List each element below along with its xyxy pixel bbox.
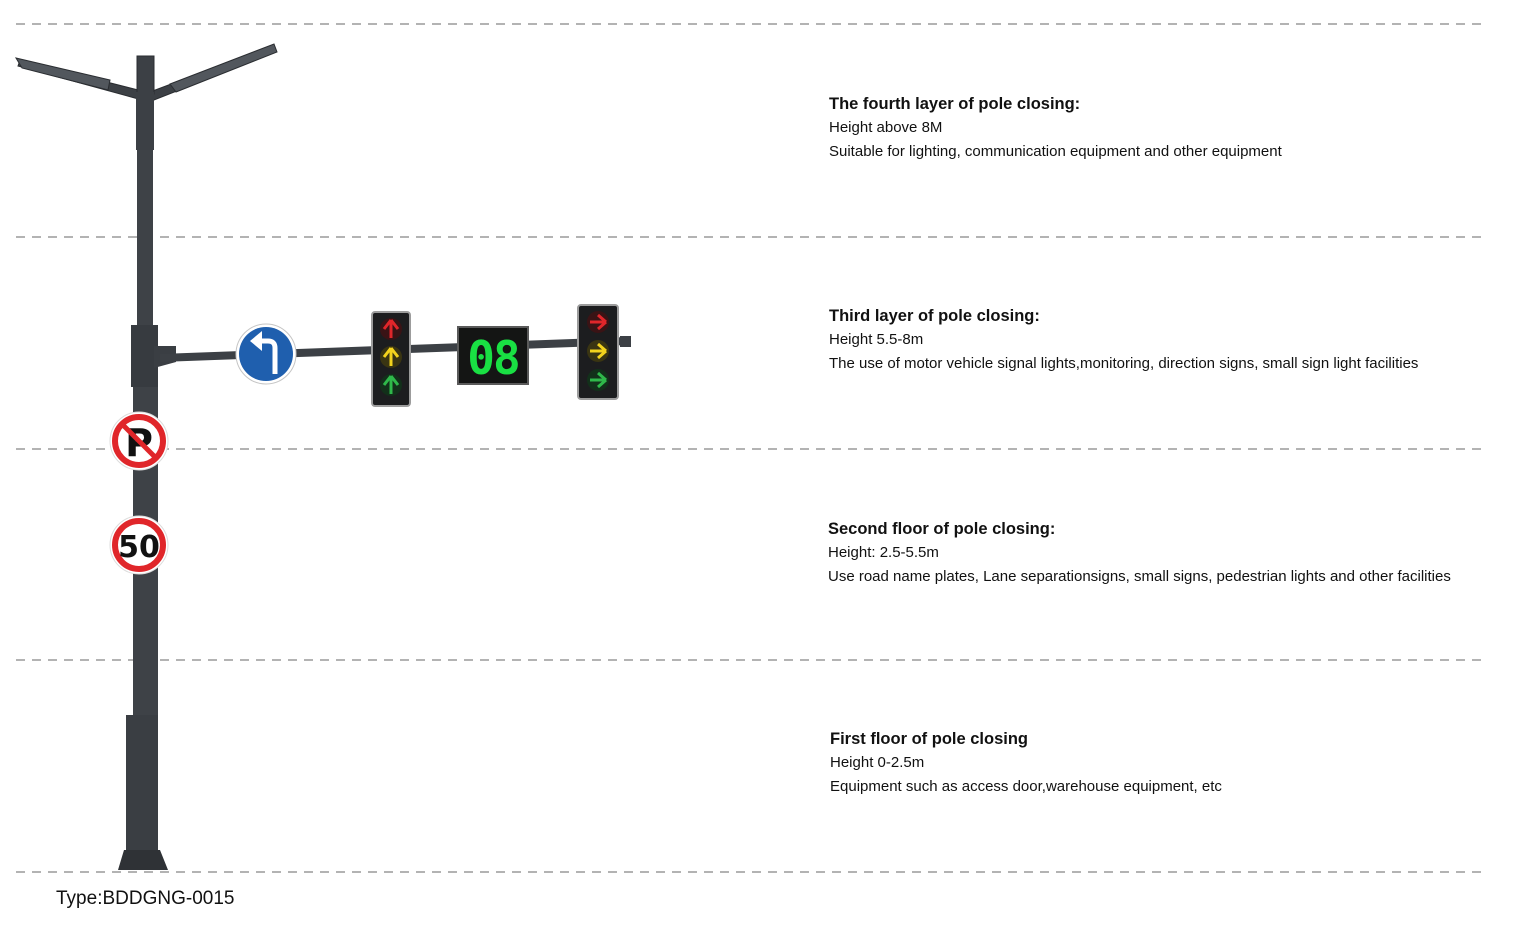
left-turn-arrow-icon [258,338,278,374]
no-parking-sign: P [109,411,169,471]
type-label: Type:BDDGNG-0015 [56,888,235,909]
lamp-top-cap [136,55,155,95]
pole-foot [118,850,168,870]
second-layer-height: Height: 2.5-5.5m [828,544,939,561]
green-up-arrow-icon [382,375,400,394]
lamp-arms [14,43,278,101]
third-layer-usage: The use of motor vehicle signal lights,m… [829,355,1419,372]
pole-upper-section [136,92,154,150]
arm-end-cap [620,336,631,347]
traffic-light-right-turn [577,304,619,400]
second-layer-description: Second floor of pole closing: Height: 2.… [828,517,1468,589]
prohibition-slash [120,422,158,460]
red-up-arrow-icon [382,319,400,338]
green-right-arrow-icon [590,371,607,389]
second-layer-title: Second floor of pole closing: [828,520,1056,538]
second-layer-usage: Use road name plates, Lane separationsig… [828,568,1451,585]
pole-base-section [126,715,158,850]
speed-limit-value: 50 [118,530,160,565]
countdown-digits: 08 [467,331,518,385]
fourth-layer-usage: Suitable for lighting, communication equ… [829,143,1282,160]
third-layer-height: Height 5.5-8m [829,331,924,348]
left-lamp-head [14,57,111,91]
third-layer-title: Third layer of pole closing: [829,307,1040,325]
traffic-light-straight [371,311,411,407]
first-layer-usage: Equipment such as access door,warehouse … [830,778,1222,795]
yellow-right-arrow-icon [590,342,607,360]
pole-mid-section [137,150,153,326]
pole-joint-cabinet [131,325,158,387]
fourth-layer-height: Height above 8M [829,119,943,136]
third-layer-description: Third layer of pole closing: Height 5.5-… [829,304,1418,376]
main-pole [118,92,168,870]
first-layer-description: First floor of pole closing Height 0-2.5… [830,727,1222,799]
yellow-up-arrow-icon [382,347,400,366]
red-right-arrow-icon [590,313,607,331]
left-turn-direction-sign [235,323,297,385]
first-layer-title: First floor of pole closing [830,730,1028,748]
first-layer-height: Height 0-2.5m [830,754,925,771]
right-lamp-head [169,43,278,93]
layer-dividers [16,23,1488,873]
speed-limit-sign: 50 [109,515,169,575]
fourth-layer-description: The fourth layer of pole closing: Height… [829,92,1282,164]
fourth-layer-title: The fourth layer of pole closing: [829,95,1081,113]
countdown-timer: 08 [457,326,529,385]
